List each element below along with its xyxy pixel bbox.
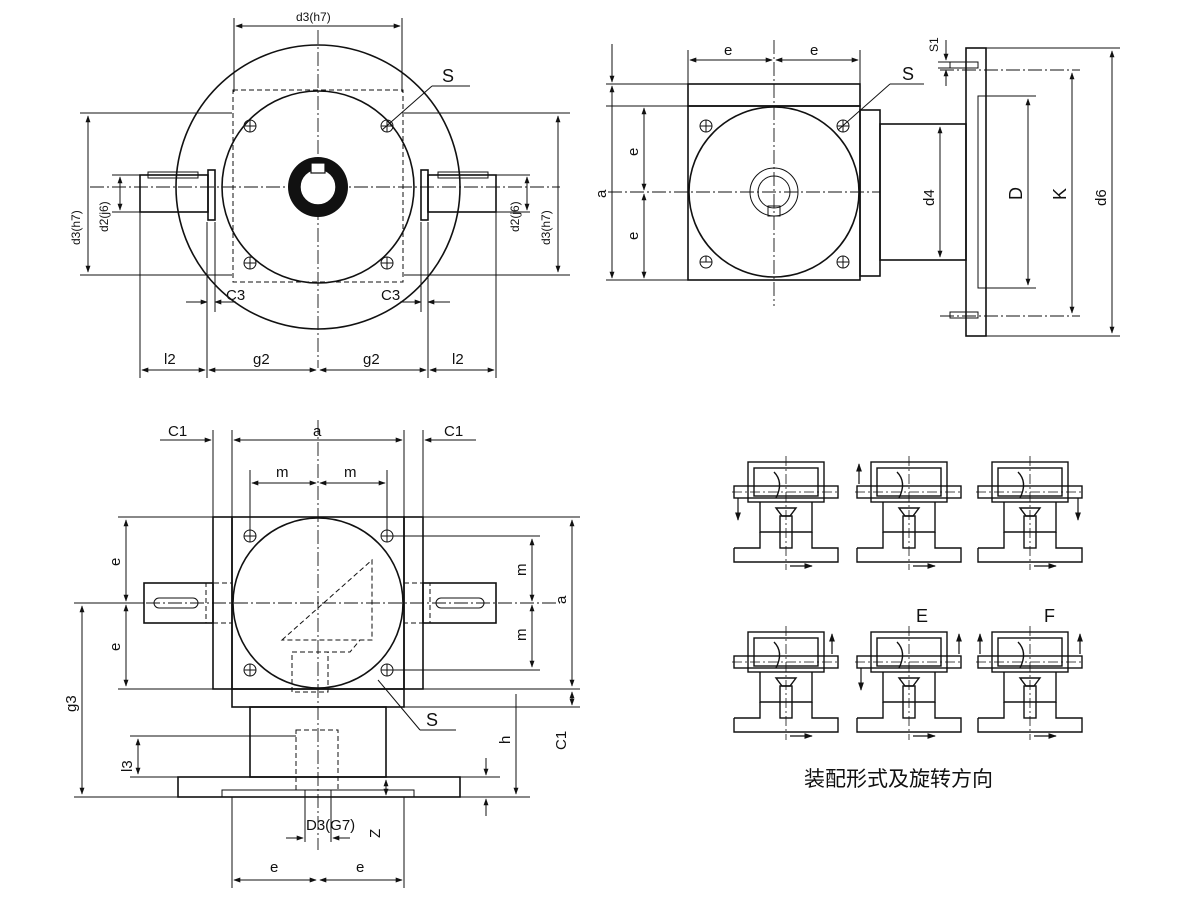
label-assembly-f: F [1044, 606, 1055, 626]
label-d3-right: d3(h7) [539, 210, 553, 245]
label-h: h [497, 736, 514, 744]
right-shaft [420, 169, 497, 221]
assembly-icon-2 [855, 456, 963, 570]
label-s-top: S [442, 66, 454, 86]
label-e2-side: e [810, 42, 818, 59]
label-z: Z [367, 829, 384, 838]
label-e4-side: e [625, 232, 642, 240]
front-view: C1 a C1 m m e e m m a g3 S [63, 420, 580, 888]
assembly-icon-5 [855, 626, 963, 740]
label-e-bot1: e [270, 859, 278, 876]
label-assembly-e: E [916, 606, 928, 626]
assembly-icon-1 [732, 456, 840, 570]
mount-flange [965, 47, 987, 337]
label-K: K [1050, 188, 1070, 200]
label-d3-g7: D3(G7) [306, 817, 355, 834]
label-g3: g3 [63, 695, 80, 712]
label-a-side: a [593, 189, 610, 198]
assembly-icon-6 [976, 626, 1084, 740]
label-m-right1: m [513, 564, 530, 577]
label-D: D [1006, 187, 1026, 200]
label-d3-left: d3(h7) [69, 210, 83, 245]
label-l2-right: l2 [452, 351, 464, 368]
label-m1: m [276, 464, 289, 481]
label-c3-left: C3 [226, 287, 245, 304]
housing-hidden-outline [232, 89, 404, 283]
label-e3-side: e [625, 148, 642, 156]
label-c1-vert: C1 [553, 731, 570, 750]
assembly-icon-3 [976, 456, 1084, 570]
label-e-left2: e [107, 643, 124, 651]
front-right-shaft [403, 582, 497, 624]
left-shaft [139, 169, 216, 221]
label-a-right: a [553, 595, 570, 604]
label-s-front: S [426, 710, 438, 730]
label-c1-left: C1 [168, 423, 187, 440]
label-d3-top: d3(h7) [296, 10, 331, 24]
label-g2-left: g2 [253, 351, 270, 368]
label-l2-left: l2 [164, 351, 176, 368]
label-s-side: S [902, 64, 914, 84]
label-d4: d4 [921, 189, 938, 206]
caption: 装配形式及旋转方向 [804, 767, 993, 791]
label-d6: d6 [1093, 189, 1110, 206]
assembly-diagrams [732, 456, 1084, 740]
label-m-right2: m [513, 629, 530, 642]
label-c3-right: C3 [381, 287, 400, 304]
label-d2-left: d2(j6) [97, 201, 111, 232]
front-bolt-holes [243, 529, 394, 677]
label-c1-right: C1 [444, 423, 463, 440]
label-g2-right: g2 [363, 351, 380, 368]
label-a-top: a [313, 423, 322, 440]
label-m2: m [344, 464, 357, 481]
label-e1-side: e [724, 42, 732, 59]
label-e-bot2: e [356, 859, 364, 876]
side-view: e e S1 S a e e d4 D K [593, 37, 1120, 337]
assembly-icon-4 [732, 626, 840, 740]
label-l3: l3 [119, 760, 136, 772]
label-s1: S1 [927, 37, 941, 52]
label-e-left1: e [107, 558, 124, 566]
label-d2-right: d2(j6) [508, 201, 522, 232]
side-bolt-holes [699, 119, 850, 269]
base-plate [177, 776, 461, 798]
top-view: d3(h7) S d3(h7) d2(j6) d2(j6) d3(h7) C3 … [69, 10, 570, 378]
